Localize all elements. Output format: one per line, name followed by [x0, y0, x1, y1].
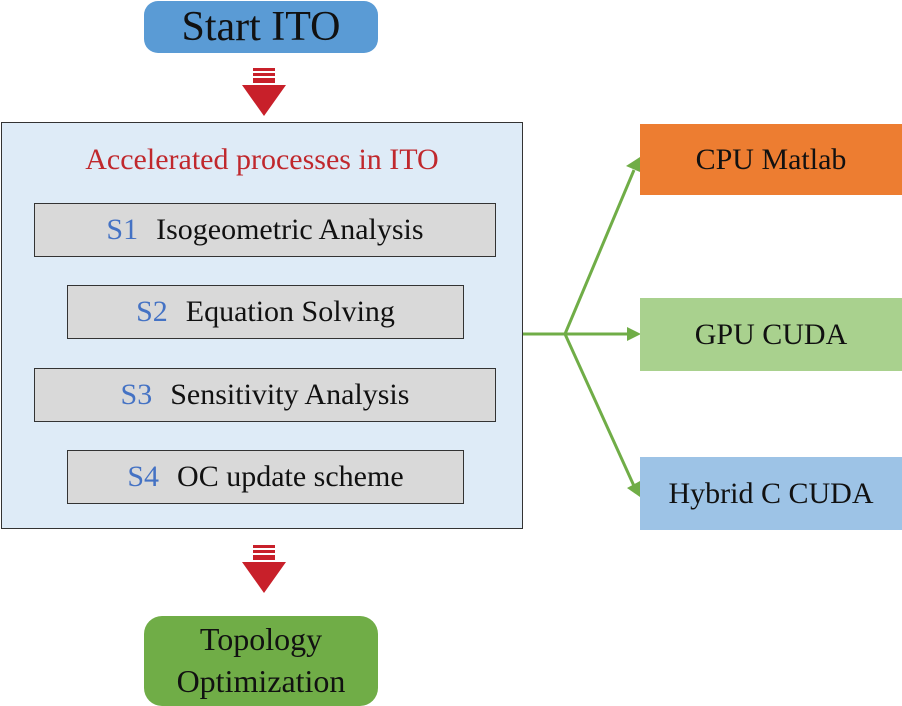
step-number: S3: [120, 378, 153, 411]
step-number: S2: [136, 295, 168, 328]
step-s1: S1 Isogeometric Analysis: [34, 203, 496, 257]
step-label: Equation Solving: [185, 295, 395, 328]
step-label: Sensitivity Analysis: [170, 378, 410, 411]
target-label: Hybrid C CUDA: [668, 476, 874, 510]
branch-to-cpu: [563, 169, 636, 335]
arrowhead-hybrid: [627, 481, 640, 497]
branch-connectors: [523, 157, 641, 497]
step-label: OC update scheme: [177, 460, 404, 493]
target-cpu-matlab: CPU Matlab: [640, 124, 902, 195]
step-number: S1: [106, 213, 139, 246]
accelerated-processes-title: Accelerated processes in ITO: [85, 143, 439, 176]
down-arrow-bottom: [242, 545, 286, 593]
start-label: Start ITO: [181, 4, 341, 50]
arrowhead-cpu: [626, 157, 640, 172]
step-s4: S4 OC update scheme: [67, 450, 464, 504]
step-s3: S3 Sensitivity Analysis: [34, 368, 496, 422]
step-s2: S2 Equation Solving: [67, 285, 464, 339]
step-label: Isogeometric Analysis: [156, 213, 424, 246]
step-number: S4: [127, 460, 160, 493]
branch-to-hybrid: [563, 333, 636, 487]
start-node: Start ITO: [144, 1, 378, 53]
down-arrow-top: [242, 68, 286, 116]
end-label-line2: Optimization: [176, 663, 346, 699]
end-label-line1: Topology: [199, 621, 323, 658]
end-node: Topology Optimization: [144, 616, 378, 706]
target-gpu-cuda: GPU CUDA: [640, 298, 902, 371]
target-hybrid-c-cuda: Hybrid C CUDA: [640, 457, 902, 530]
arrowhead-gpu: [627, 327, 641, 341]
target-label: GPU CUDA: [694, 317, 848, 351]
target-label: CPU Matlab: [695, 142, 847, 176]
